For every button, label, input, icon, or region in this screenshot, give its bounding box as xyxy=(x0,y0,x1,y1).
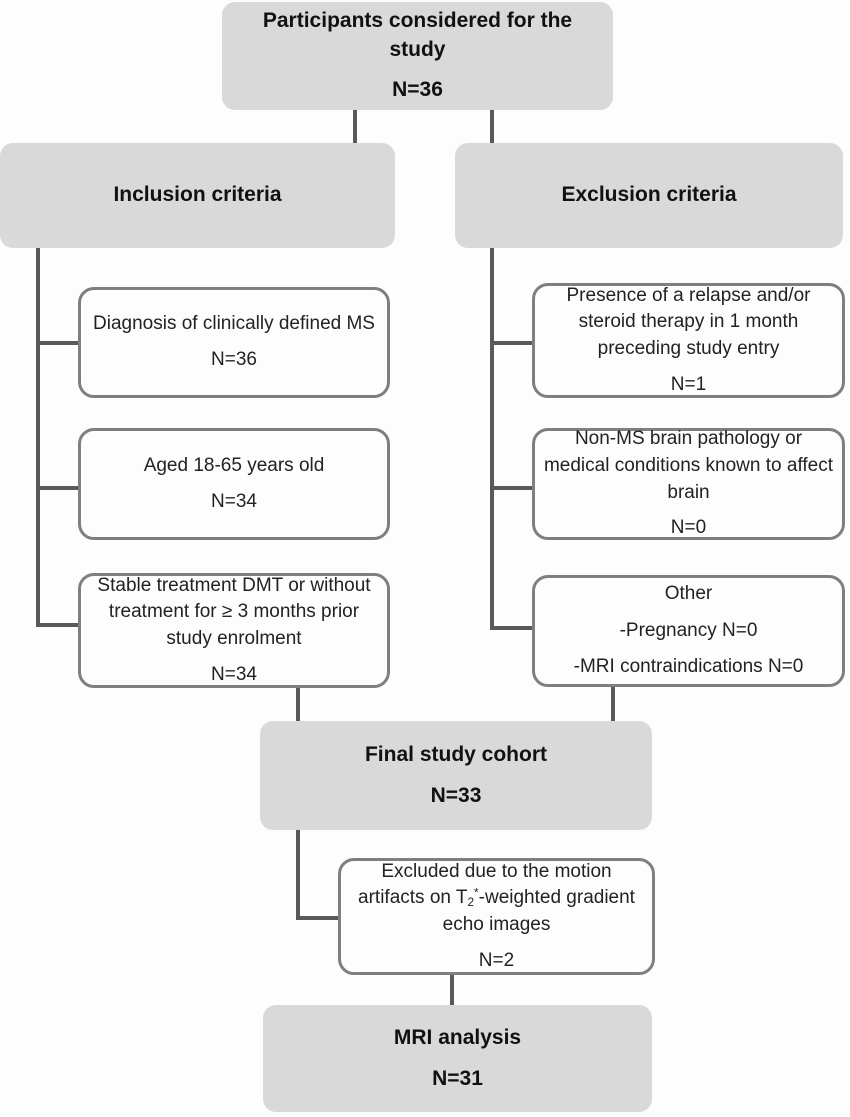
node-count: N=31 xyxy=(432,1066,483,1090)
node-inclusion-diagnosis: Diagnosis of clinically defined MS N=36 xyxy=(78,287,390,398)
node-count: N=0 xyxy=(670,517,707,539)
connector-inclusion-branch-2 xyxy=(36,486,78,490)
node-inclusion-criteria-header: Inclusion criteria xyxy=(0,143,395,248)
connector-inclusion-branch-3 xyxy=(36,623,78,627)
node-text: Other xyxy=(664,583,713,605)
node-exclusion-non-ms-pathology: Non-MS brain pathology or medical condit… xyxy=(532,428,845,540)
node-text: Stable treatment DMT or without treatmen… xyxy=(97,574,371,649)
connector-top-to-inclusion xyxy=(353,110,357,143)
connector-exclusion-branch-3 xyxy=(490,626,532,630)
connector-inclusion-spine xyxy=(36,248,40,627)
text-before-t2: Excluded due to the motion artifacts on … xyxy=(358,860,612,909)
node-text: Presence of a relapse and/or steroid the… xyxy=(566,284,811,359)
node-text-pregnancy: -Pregnancy N=0 xyxy=(619,619,758,641)
connector-final-to-excluded-vertical xyxy=(296,830,300,920)
t2-superscript: * xyxy=(474,886,479,900)
text-after-t2: -weighted gradient echo images xyxy=(442,887,635,935)
node-count: N=36 xyxy=(211,349,257,370)
connector-excluded-to-mri xyxy=(450,975,454,1005)
node-count: N=2 xyxy=(478,949,515,971)
connector-top-to-exclusion xyxy=(490,110,494,143)
connector-exclusion-branch-2 xyxy=(490,486,532,490)
node-count: N=34 xyxy=(211,490,257,512)
node-count: N=34 xyxy=(211,663,257,685)
connector-final-to-excluded-horizontal xyxy=(296,916,338,920)
node-title: Final study cohort xyxy=(364,743,547,767)
connector-inclusion-to-final xyxy=(296,688,300,721)
connector-exclusion-branch-1 xyxy=(490,341,532,345)
node-inclusion-age: Aged 18-65 years old N=34 xyxy=(78,428,390,540)
node-text: Excluded due to the motion artifacts on … xyxy=(349,859,644,939)
node-title: Exclusion criteria xyxy=(561,183,737,207)
node-count: N=1 xyxy=(670,373,707,395)
node-text: Aged 18-65 years old xyxy=(143,454,325,476)
node-title: MRI analysis xyxy=(393,1026,522,1050)
t2-subscript: 2 xyxy=(467,896,475,910)
node-mri-analysis: MRI analysis N=31 xyxy=(263,1005,652,1112)
connector-inclusion-branch-1 xyxy=(36,341,78,345)
connector-exclusion-spine xyxy=(490,248,494,630)
node-exclusion-relapse: Presence of a relapse and/or steroid the… xyxy=(532,283,845,398)
node-final-study-cohort: Final study cohort N=33 xyxy=(260,721,652,830)
node-exclusion-other: Other -Pregnancy N=0 -MRI contraindicati… xyxy=(532,575,845,687)
node-participants-considered: Participants considered for the study N=… xyxy=(222,2,613,110)
node-exclusion-criteria-header: Exclusion criteria xyxy=(455,143,843,248)
node-inclusion-stable-treatment: Stable treatment DMT or without treatmen… xyxy=(78,573,390,688)
node-count: N=36 xyxy=(392,78,443,102)
node-title: Inclusion criteria xyxy=(113,183,282,207)
node-text-mri-contraindications: -MRI contraindications N=0 xyxy=(573,656,804,678)
node-title: Participants considered for the study xyxy=(262,9,573,61)
node-excluded-motion-artifacts: Excluded due to the motion artifacts on … xyxy=(338,858,655,975)
node-text: Non-MS brain pathology or medical condit… xyxy=(543,428,834,503)
connector-exclusion-to-final xyxy=(611,687,615,721)
node-count: N=33 xyxy=(430,783,482,807)
node-text: Diagnosis of clinically defined MS xyxy=(93,313,375,335)
